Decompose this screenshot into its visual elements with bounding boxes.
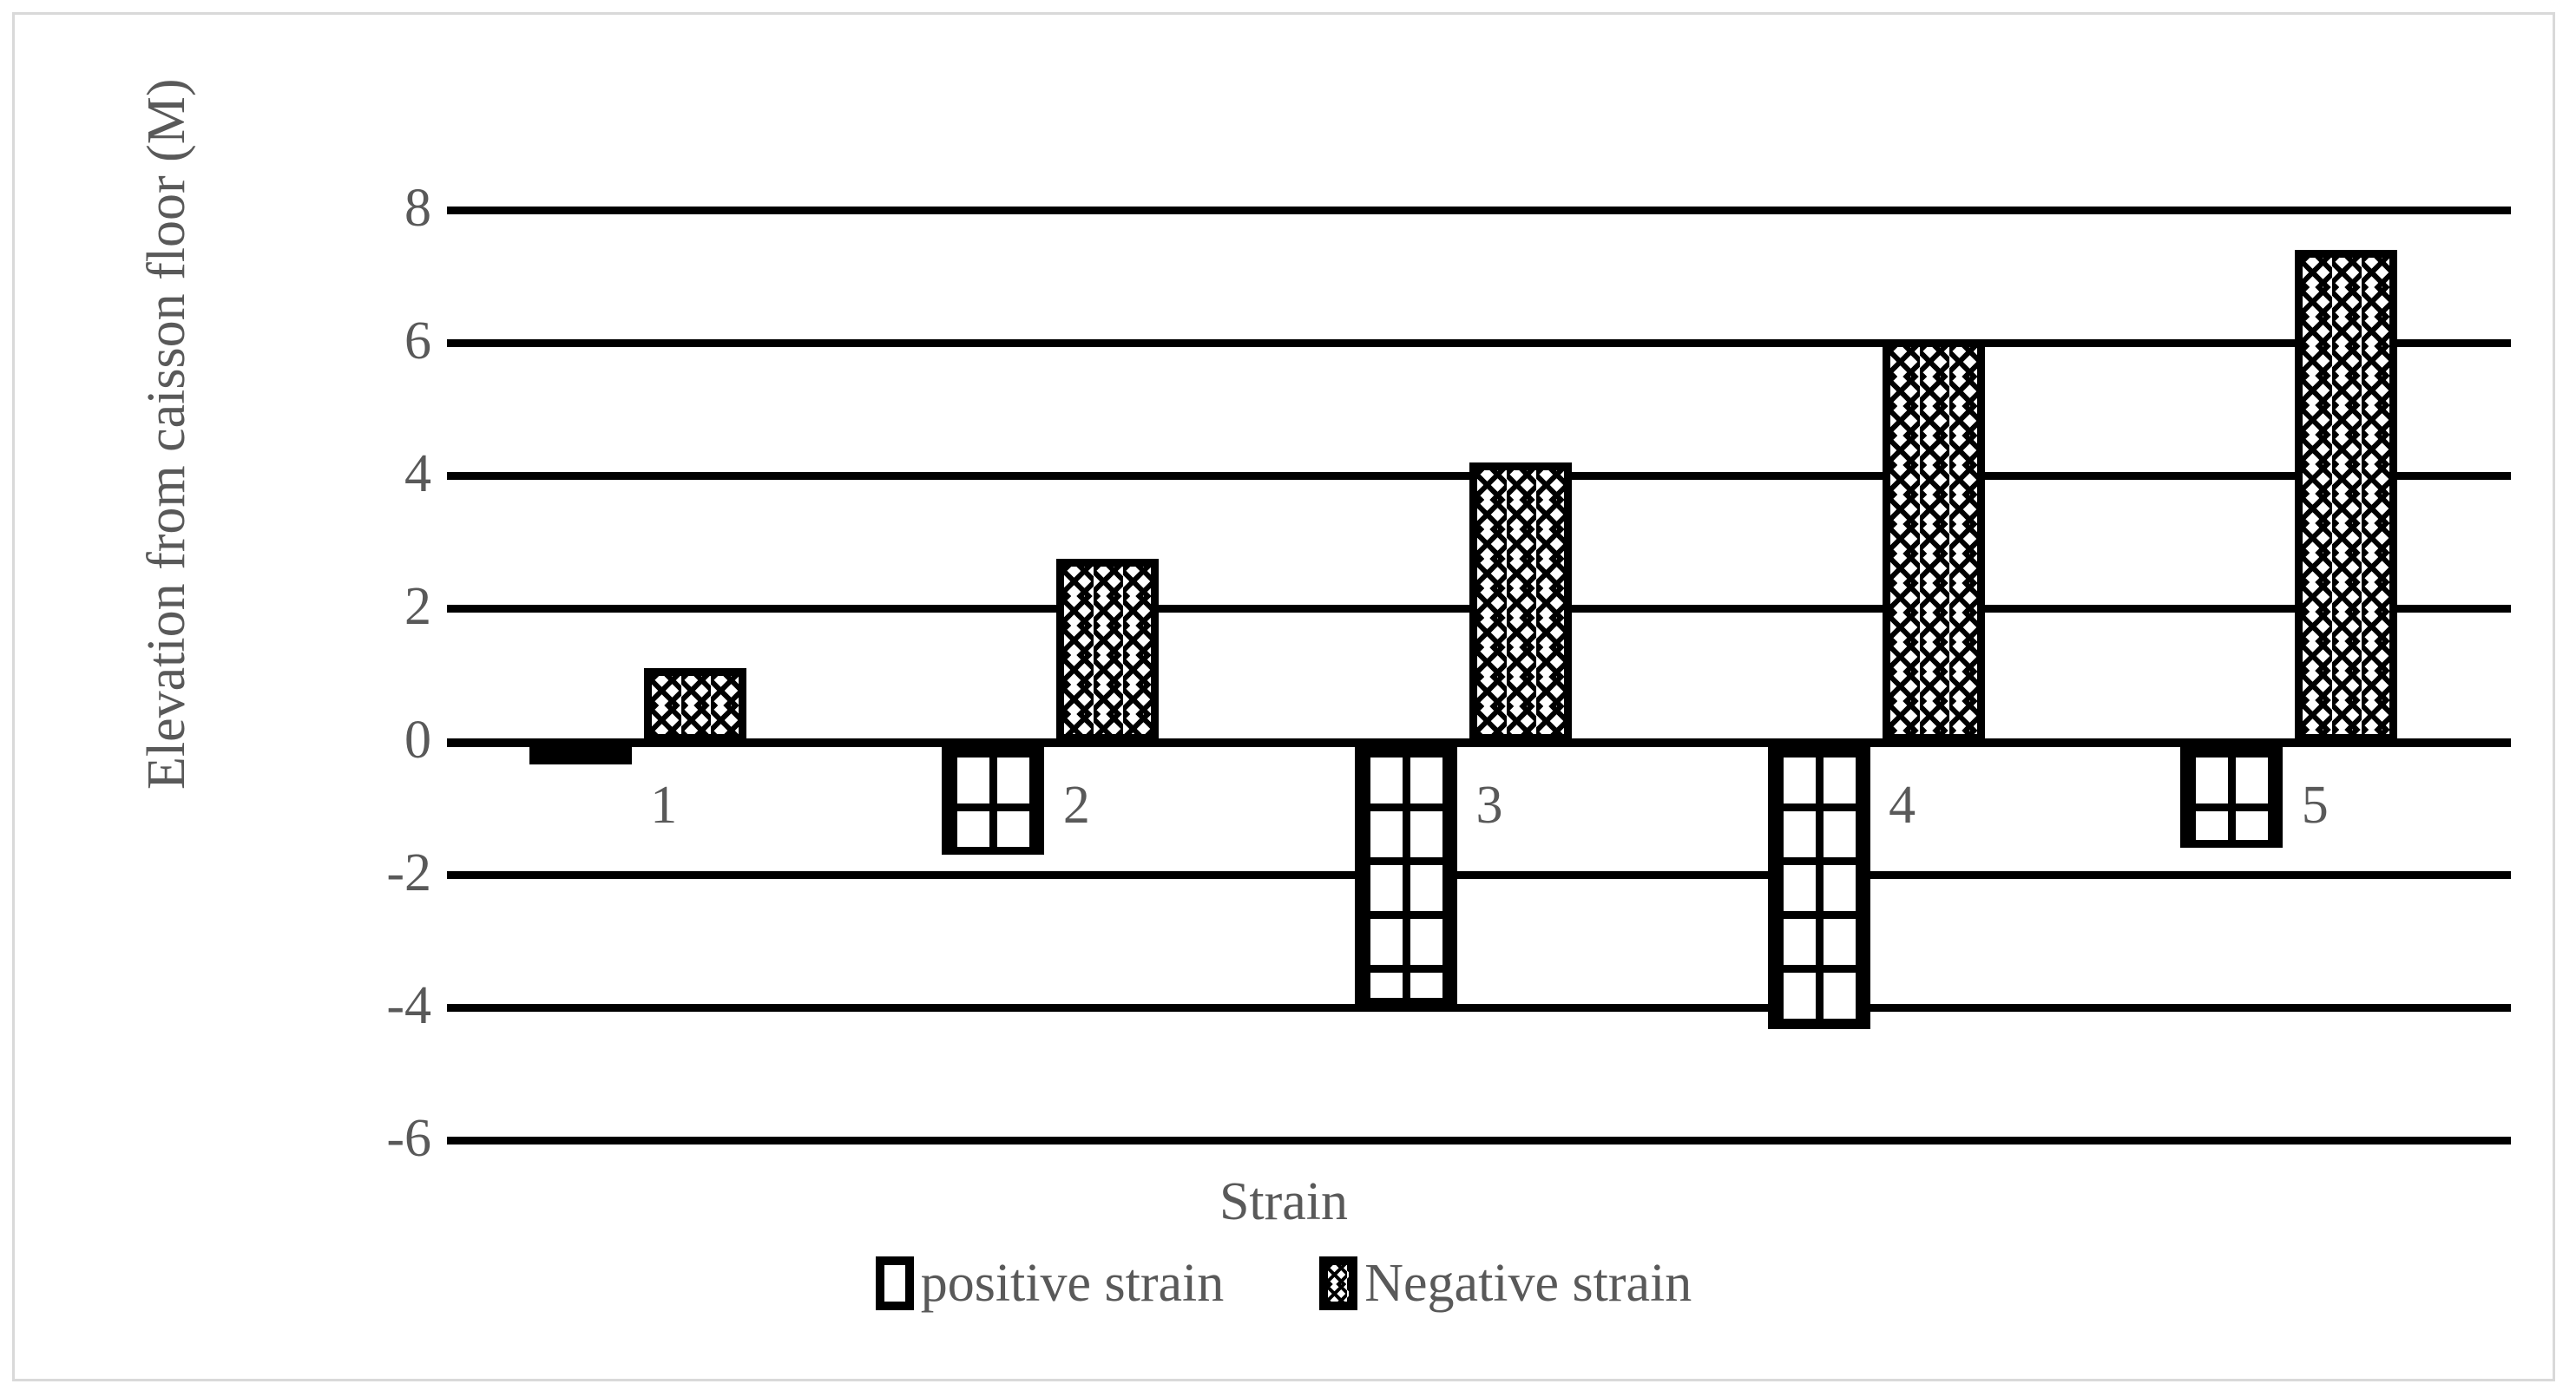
y-tick-label: 6 [404, 312, 431, 371]
plot-area: 1 2 3 4 5 [447, 207, 2511, 1144]
bar-positive-strain [529, 741, 632, 765]
bar-positive-strain [1767, 741, 1870, 1030]
legend-item-positive-strain: positive strain [875, 1254, 1225, 1313]
y-tick-label: -2 [386, 843, 431, 902]
y-tick-label: 8 [404, 179, 431, 238]
y-tick-label: 2 [404, 577, 431, 637]
x-axis-title: Strain [1219, 1172, 1349, 1231]
legend-swatch-zigzag-icon [1319, 1256, 1358, 1310]
y-tick-label: -6 [386, 1109, 431, 1168]
bar-negative-strain [1469, 462, 1572, 742]
bar-negative-strain [2295, 249, 2398, 742]
bar-positive-strain [2180, 741, 2284, 849]
y-tick-label: 4 [404, 444, 431, 504]
gridline [447, 1137, 2511, 1144]
x-tick-label: 3 [1475, 775, 1503, 835]
chart-frame: Elevation from caisson floor (M) 8 6 4 2 0 -2… [12, 12, 2555, 1381]
x-tick-label: 5 [2301, 775, 2329, 835]
chart-legend: positive strain Negative strain [15, 1256, 2553, 1311]
y-tick-label: -4 [386, 975, 431, 1035]
bar-positive-strain [942, 741, 1045, 855]
x-tick-label: 2 [1062, 775, 1090, 835]
bar-negative-strain [1056, 559, 1160, 742]
bar-negative-strain [643, 668, 746, 742]
zero-axis-line [447, 738, 2511, 747]
gridline [447, 207, 2511, 214]
x-tick-label: 4 [1889, 775, 1916, 835]
legend-swatch-grid-icon [875, 1256, 914, 1310]
legend-label: positive strain [920, 1254, 1225, 1313]
y-axis-title: Elevation from caisson floor (M) [137, 78, 196, 790]
gridline [447, 870, 2511, 879]
gridline [447, 1003, 2511, 1012]
gridline [447, 339, 2511, 348]
bar-positive-strain [1355, 741, 1457, 1007]
y-tick-label: 0 [404, 710, 431, 770]
legend-label: Negative strain [1364, 1254, 1692, 1313]
legend-item-negative-strain: Negative strain [1319, 1256, 1692, 1311]
bar-negative-strain [1882, 339, 1985, 742]
x-tick-label: 1 [650, 775, 678, 835]
